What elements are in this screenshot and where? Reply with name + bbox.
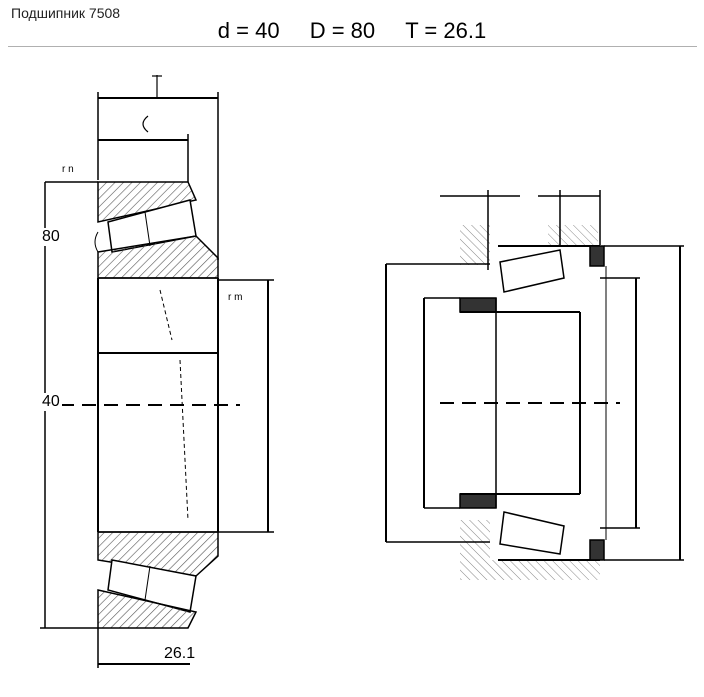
bore-diameter-label: 40: [40, 393, 62, 411]
width-label: 26.1: [162, 645, 198, 663]
dimension-header: d = 40 D = 80 T = 26.1: [0, 18, 704, 44]
right-mounting-view: [385, 190, 684, 580]
page-title: Подшипник 7508: [11, 5, 121, 21]
left-section-view: r n r m: [40, 75, 274, 668]
width-dimension: T = 26.1: [405, 18, 487, 43]
header-divider: [8, 46, 697, 47]
outer-dimension: D = 80: [309, 18, 376, 43]
svg-text:r n: r n: [62, 164, 74, 175]
svg-text:r m: r m: [228, 292, 242, 303]
outer-diameter-label: 80: [40, 228, 62, 246]
bore-dimension: d = 40: [217, 18, 280, 43]
